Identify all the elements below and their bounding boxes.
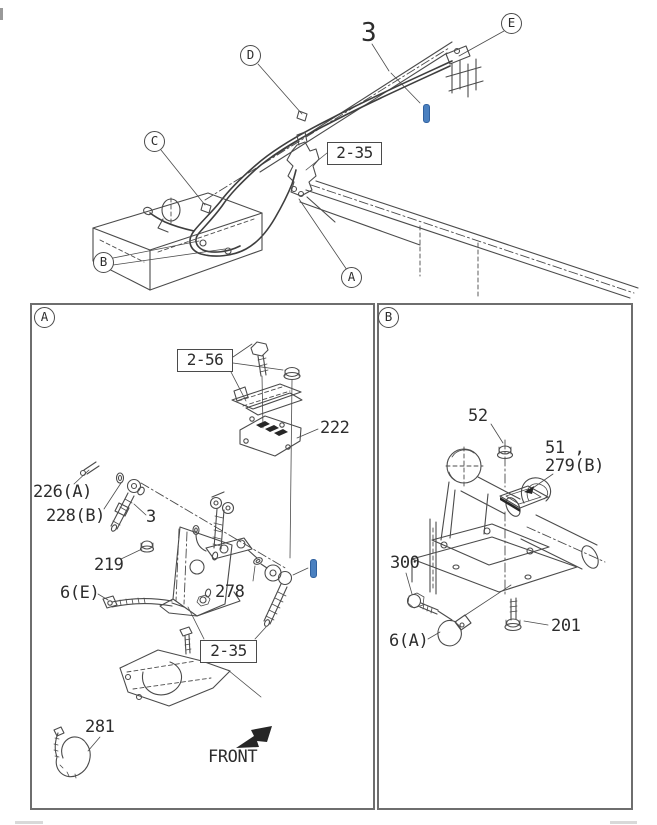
part-label-6a[interactable]: 6(A): [389, 631, 429, 651]
bottom-artifact-left: [15, 821, 43, 824]
section-ref-2-35-top[interactable]: 2-35: [327, 142, 382, 165]
part-label-279b[interactable]: 279(B): [545, 456, 605, 476]
part-label-51[interactable]: 51 ,: [545, 438, 585, 458]
section-ref-2-35-a[interactable]: 2-35: [200, 640, 257, 663]
part-label-281[interactable]: 281: [85, 717, 115, 737]
part-label-3-top[interactable]: 3: [361, 18, 377, 48]
part-label-300[interactable]: 300: [390, 553, 420, 573]
front-arrow-icon: [236, 726, 272, 748]
front-direction-label: FRONT: [208, 747, 258, 767]
bottom-artifact-right: [610, 821, 637, 824]
panel-a-art: [53, 341, 319, 779]
view-ref-a[interactable]: A: [341, 267, 362, 288]
edge-artifact: [0, 8, 3, 20]
part-label-219[interactable]: 219: [94, 555, 124, 575]
part-label-6e[interactable]: 6(E): [60, 583, 100, 603]
panel-b-art: [405, 423, 606, 647]
detail-panel-b: [377, 303, 633, 810]
view-ref-d[interactable]: D: [240, 45, 261, 66]
section-ref-2-56[interactable]: 2-56: [177, 349, 233, 372]
view-ref-c[interactable]: C: [144, 131, 165, 152]
view-ref-e[interactable]: E: [501, 13, 522, 34]
selected-part-marker-icon: [423, 104, 430, 123]
part-label-228b[interactable]: 228(B): [46, 506, 106, 526]
part-label-278[interactable]: 278: [215, 582, 245, 602]
part-label-226a[interactable]: 226(A): [33, 482, 93, 502]
part-label-222[interactable]: 222: [320, 418, 350, 438]
top-diagram-art: [92, 30, 639, 299]
part-label-3[interactable]: 3: [146, 507, 156, 527]
view-ref-b[interactable]: B: [93, 252, 114, 273]
part-label-52[interactable]: 52: [468, 406, 488, 426]
part-label-201[interactable]: 201: [551, 616, 581, 636]
selected-part-marker-icon: [310, 559, 317, 578]
panel-b-letter: B: [378, 307, 399, 328]
detail-panel-a: [30, 303, 375, 810]
panel-a-letter: A: [34, 307, 55, 328]
